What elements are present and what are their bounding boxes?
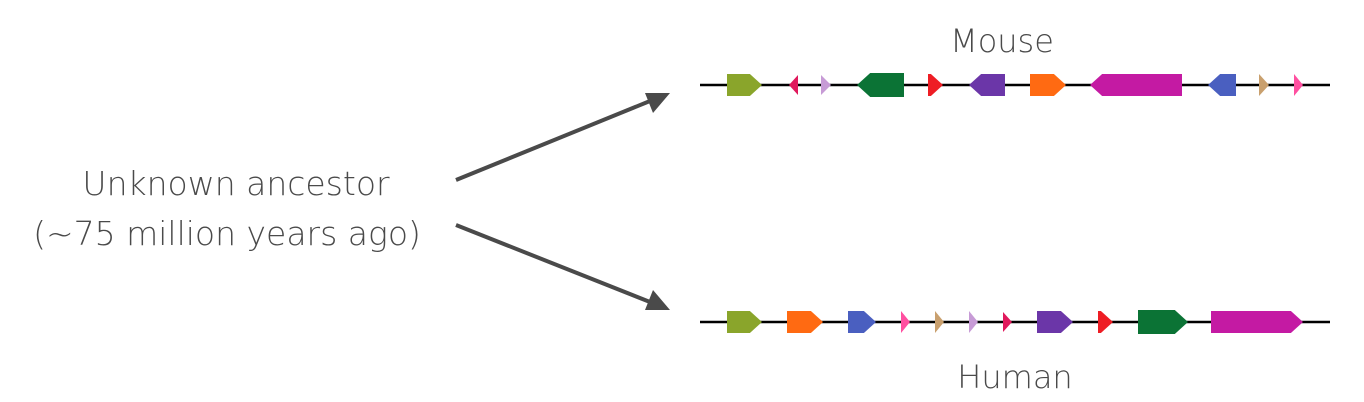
ancestor-label-line2: (~75 million years ago) [33,214,421,253]
ancestor-label-line1: Unknown ancestor [82,164,390,203]
human-gene-6 [969,311,978,333]
arrow-to-human [455,223,670,310]
human-gene-3 [848,311,876,333]
human-gene-5 [935,311,944,333]
human-gene-4 [901,311,910,333]
human-gene-10 [1138,310,1188,334]
mouse-gene-track [727,73,1303,97]
mouse-gene-5 [928,74,943,96]
human-gene-11 [1211,311,1303,333]
arrow-to-mouse-head [645,93,670,113]
mouse-gene-6 [969,74,1005,96]
human-label: Human [957,358,1072,396]
mouse-gene-4 [857,73,904,97]
mouse-gene-7 [1030,74,1066,96]
arrow-to-human-shaft [455,223,651,304]
human-gene-2 [787,311,823,333]
human-gene-1 [727,311,762,333]
mouse-gene-9 [1208,74,1236,96]
human-gene-8 [1037,311,1073,333]
human-gene-9 [1098,311,1113,333]
human-gene-track [727,310,1303,334]
arrow-to-mouse-shaft [455,99,651,182]
mouse-label: Mouse [950,22,1054,60]
mouse-gene-8 [1090,74,1182,96]
arrow-to-human-head [645,290,670,310]
mouse-gene-10 [1259,74,1269,96]
mouse-gene-11 [1294,74,1303,96]
mouse-gene-2 [789,75,798,95]
mouse-gene-3 [821,75,831,95]
arrow-to-mouse [455,93,670,182]
mouse-gene-1 [727,74,762,96]
human-gene-7 [1003,312,1012,332]
